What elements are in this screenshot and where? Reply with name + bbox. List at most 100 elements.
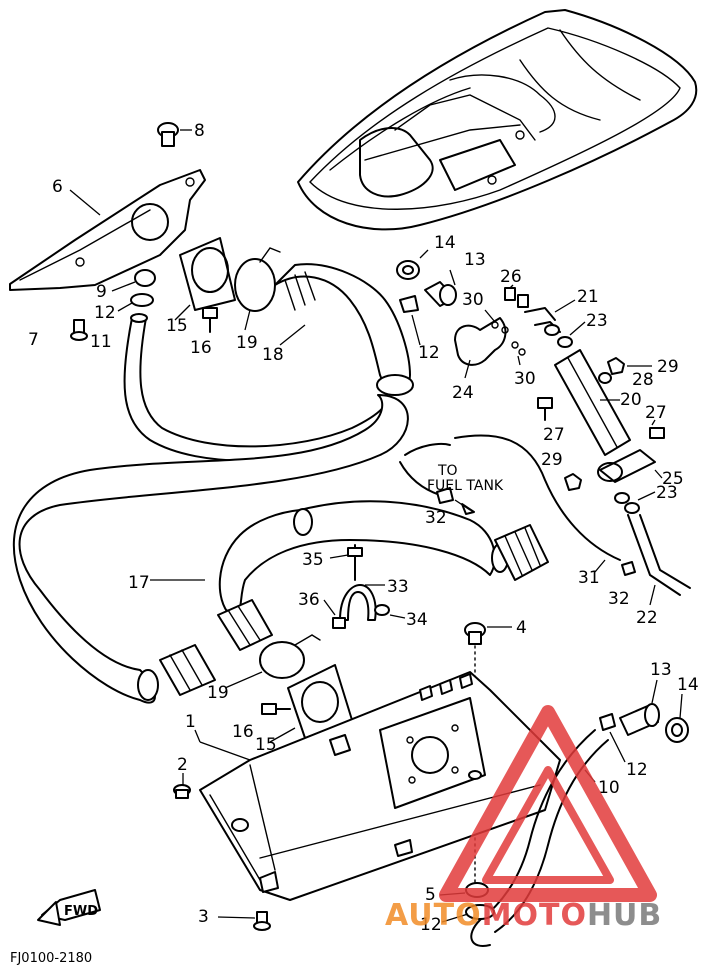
callout-1: 1 [185,712,196,732]
part-16b-bolt [261,703,291,715]
part-36-clip [323,599,346,629]
part-9-ring [111,269,156,292]
part-3-bolt [217,911,271,931]
part-18-exhaust-pipe [274,263,414,396]
callout-35: 35 [302,550,324,570]
part-6-cover [9,169,206,291]
watermark-moto: MOTO [482,898,587,933]
part-33-hanger [339,584,385,621]
callout-2: 2 [177,755,188,775]
part-13b-fitting [619,679,660,736]
callout-17: 17 [128,573,150,593]
callout-16a: 16 [190,338,212,358]
part-25-bracket [597,449,663,483]
fuel-tank-line1: TO [437,463,458,479]
part-17-coupling-mid [217,599,273,651]
part-17-exhaust-tube [12,394,409,704]
callout-28: 28 [632,370,654,390]
part-32b-clamp [621,561,636,576]
callout-12a: 12 [94,303,116,323]
callout-13b: 13 [650,660,672,680]
callout-29b: 29 [541,450,563,470]
callout-15b: 15 [255,735,277,755]
watermark: AUTOMOTOHUB [385,705,662,933]
part-24-bracket [454,317,507,379]
callout-27b: 27 [645,403,667,423]
callout-25: 25 [662,469,684,489]
part-26-bolts [504,284,529,308]
part-23b-fittings [614,491,656,514]
part-15a-flange [174,237,236,321]
callout-labels: 8 6 9 12 15 16 19 18 7 11 14 13 12 26 30… [28,121,699,935]
callout-30a: 30 [462,290,484,310]
callout-10: 10 [598,778,620,798]
doc-code: FJ0100-2180 [10,951,92,966]
callout-8: 8 [194,121,205,141]
part-29b-nut [564,473,582,491]
part-19a-band [234,247,281,331]
fuel-tank-line2: FUEL TANK [427,478,504,494]
part-17-tube-upper [218,500,509,616]
callout-32b: 32 [608,589,630,609]
callout-3: 3 [198,907,209,927]
part-1-water-box [194,671,561,901]
callout-11: 11 [90,332,112,352]
part-2-bolt [173,773,191,799]
callout-13a: 13 [464,250,486,270]
callout-23a: 23 [586,311,608,331]
part-34-washer [374,604,406,619]
part-17-coupling-right [494,524,549,581]
callout-22: 22 [636,608,658,628]
watermark-auto: AUTO [385,898,482,933]
callout-12d: 12 [420,915,442,935]
part-12d-clamp [441,904,495,923]
callout-15a: 15 [166,316,188,336]
watermark-triangle-icon [439,705,657,902]
part-19b-band [224,634,321,689]
part-17-coupling-left [159,644,216,696]
part-28-washer [598,372,612,384]
watermark-hub: HUB [587,898,662,933]
part-14b-cap [665,693,689,743]
part-27b-bolt [649,419,665,439]
part-12a-clamp [117,293,154,312]
callout-23b: 23 [656,483,678,503]
fwd-arrow-icon: FWD [37,889,101,926]
callout-12c: 12 [626,760,648,780]
part-8-grommet [157,122,192,147]
callout-34: 34 [406,610,428,630]
part-12c-clamp [599,713,626,763]
callout-33: 33 [387,577,409,597]
callout-27a: 27 [543,425,565,445]
part-7-bolt [70,319,88,341]
callout-18: 18 [262,345,284,365]
callout-36: 36 [298,590,320,610]
callout-24: 24 [452,383,474,403]
callout-4: 4 [516,618,527,638]
callout-21: 21 [577,287,599,307]
part-23a-fittings [544,321,586,348]
fuel-tank-label: TO FUEL TANK [427,463,504,494]
callout-32a: 32 [425,508,447,528]
part-12b-clamp [399,295,421,346]
callout-16b: 16 [232,722,254,742]
callout-26: 26 [500,267,522,287]
callout-19a: 19 [236,333,258,353]
callout-19b: 19 [207,683,229,703]
part-29a-nut [607,357,652,375]
callout-20: 20 [620,390,642,410]
callout-9: 9 [96,282,107,302]
part-27a-bolt [537,397,553,421]
part-32a-clamp [436,487,475,515]
part-20-filter [554,349,631,456]
part-22-hoses [627,514,691,606]
hull-outline [297,9,698,231]
part-35-bolt [329,544,363,581]
part-31-fuel-hose [399,434,621,573]
callout-12b: 12 [418,343,440,363]
callout-6: 6 [52,177,63,197]
callout-29a: 29 [657,357,679,377]
callout-5: 5 [425,885,436,905]
